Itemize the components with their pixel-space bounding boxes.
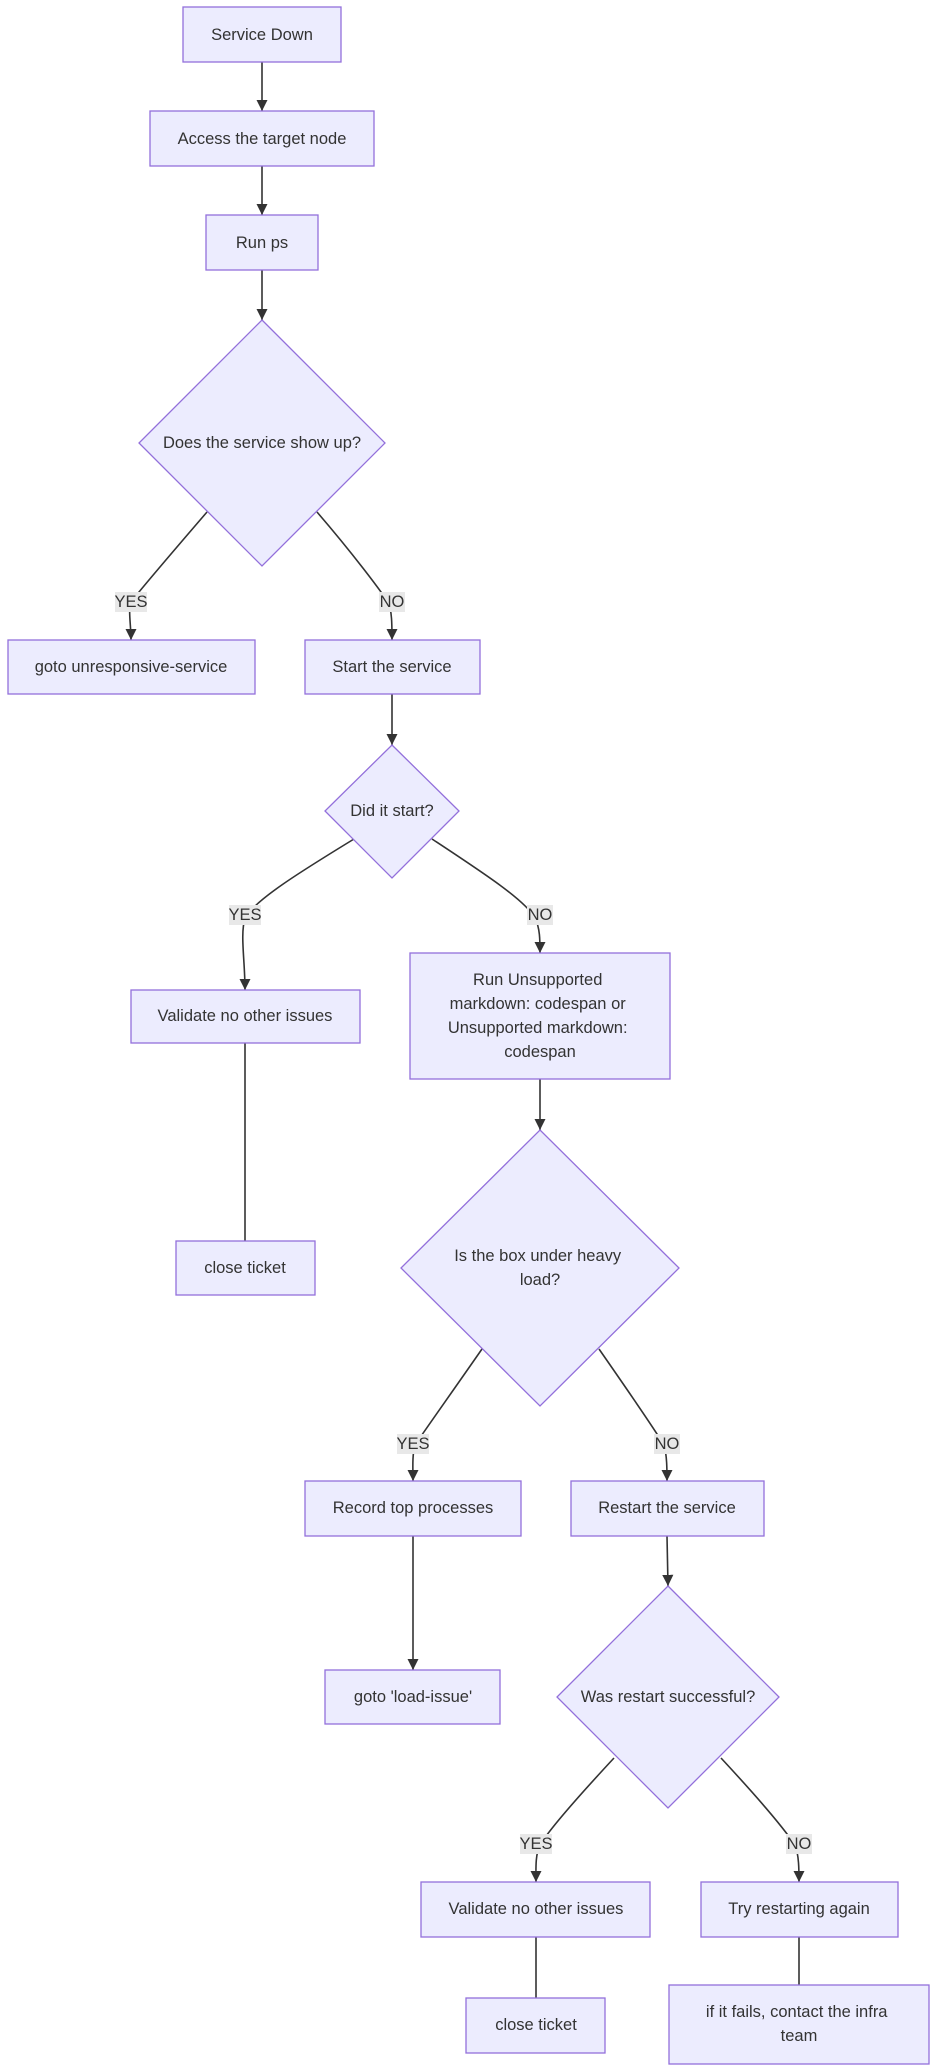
edge-label-showup-no: NO: [379, 592, 405, 612]
node-label: goto 'load-issue': [354, 1688, 472, 1706]
svg-text:NO: NO: [380, 593, 405, 611]
node-start-the-service: Start the service: [304, 639, 481, 695]
node-label: Run Unsupported markdown: codespan or Un…: [448, 971, 632, 1061]
node-close-ticket-2: close ticket: [465, 1997, 606, 2054]
node-contact-infra-team: if it fails, contact the infra team: [668, 1984, 930, 2065]
node-label: Run ps: [236, 234, 288, 252]
node-try-restarting-again: Try restarting again: [700, 1881, 899, 1938]
node-service-down: Service Down: [182, 6, 342, 63]
node-validate-no-other-issues-1: Validate no other issues: [130, 989, 361, 1044]
edge-label-restart-no: NO: [786, 1834, 812, 1854]
node-label: Validate no other issues: [449, 1900, 624, 1918]
edge-label-heavy-no: NO: [654, 1434, 680, 1454]
node-label: Did it start?: [350, 802, 433, 820]
node-label: Try restarting again: [728, 1900, 870, 1918]
svg-text:YES: YES: [228, 906, 261, 924]
svg-text:NO: NO: [655, 1435, 680, 1453]
edge-label-heavy-yes: YES: [396, 1434, 430, 1454]
svg-text:YES: YES: [396, 1435, 429, 1453]
node-access-target-node: Access the target node: [149, 110, 375, 167]
node-run-ps: Run ps: [205, 214, 319, 271]
decision-restart-successful: Was restart successful?: [556, 1585, 780, 1809]
node-label: if it fails, contact the infra team: [706, 2003, 892, 2045]
edge-didstart-no: [431, 838, 546, 954]
edge-restart-to-successful: [662, 1535, 674, 1587]
edge-label-didstart-yes: YES: [228, 905, 262, 925]
svg-text:NO: NO: [787, 1835, 812, 1853]
node-label: Validate no other issues: [158, 1007, 333, 1025]
node-label: close ticket: [204, 1259, 286, 1277]
node-label: Start the service: [332, 658, 451, 676]
node-label: Was restart successful?: [581, 1688, 756, 1706]
node-goto-unresponsive-service: goto unresponsive-service: [7, 639, 256, 695]
edge-heavy-no: [598, 1348, 673, 1482]
svg-text:YES: YES: [114, 593, 147, 611]
node-label: goto unresponsive-service: [35, 658, 228, 676]
node-label: Does the service show up?: [163, 434, 361, 452]
node-label: Service Down: [211, 26, 313, 44]
edge-showup-yes: [125, 511, 208, 641]
edge-restart-no: [720, 1757, 805, 1883]
edge-label-restart-yes: YES: [519, 1834, 553, 1854]
edge-labels: YES NO YES NO YES NO YES NO: [114, 592, 812, 1854]
decision-did-it-start: Did it start?: [324, 744, 460, 879]
edge-restart-yes: [530, 1757, 615, 1883]
decision-heavy-load: Is the box under heavy load?: [400, 1129, 680, 1407]
node-record-top-processes: Record top processes: [304, 1480, 522, 1537]
decision-service-show-up: Does the service show up?: [138, 319, 386, 567]
node-label: close ticket: [495, 2016, 577, 2034]
svg-text:YES: YES: [519, 1835, 552, 1853]
svg-text:NO: NO: [528, 906, 553, 924]
edge-showup-no: [316, 511, 398, 641]
node-close-ticket-1: close ticket: [175, 1240, 316, 1296]
edge-heavy-yes: [407, 1348, 483, 1482]
node-label: Is the box under heavy load?: [454, 1247, 626, 1289]
node-validate-no-other-issues-2: Validate no other issues: [420, 1881, 651, 1938]
node-label: Restart the service: [598, 1499, 736, 1517]
node-run-unsupported: Run Unsupported markdown: codespan or Un…: [409, 952, 671, 1080]
edge-label-didstart-no: NO: [527, 905, 553, 925]
node-label: Record top processes: [333, 1499, 494, 1517]
node-goto-load-issue: goto 'load-issue': [324, 1669, 501, 1725]
node-restart-the-service: Restart the service: [570, 1480, 765, 1537]
edge-label-showup-yes: YES: [114, 592, 148, 612]
node-label: Access the target node: [178, 130, 347, 148]
